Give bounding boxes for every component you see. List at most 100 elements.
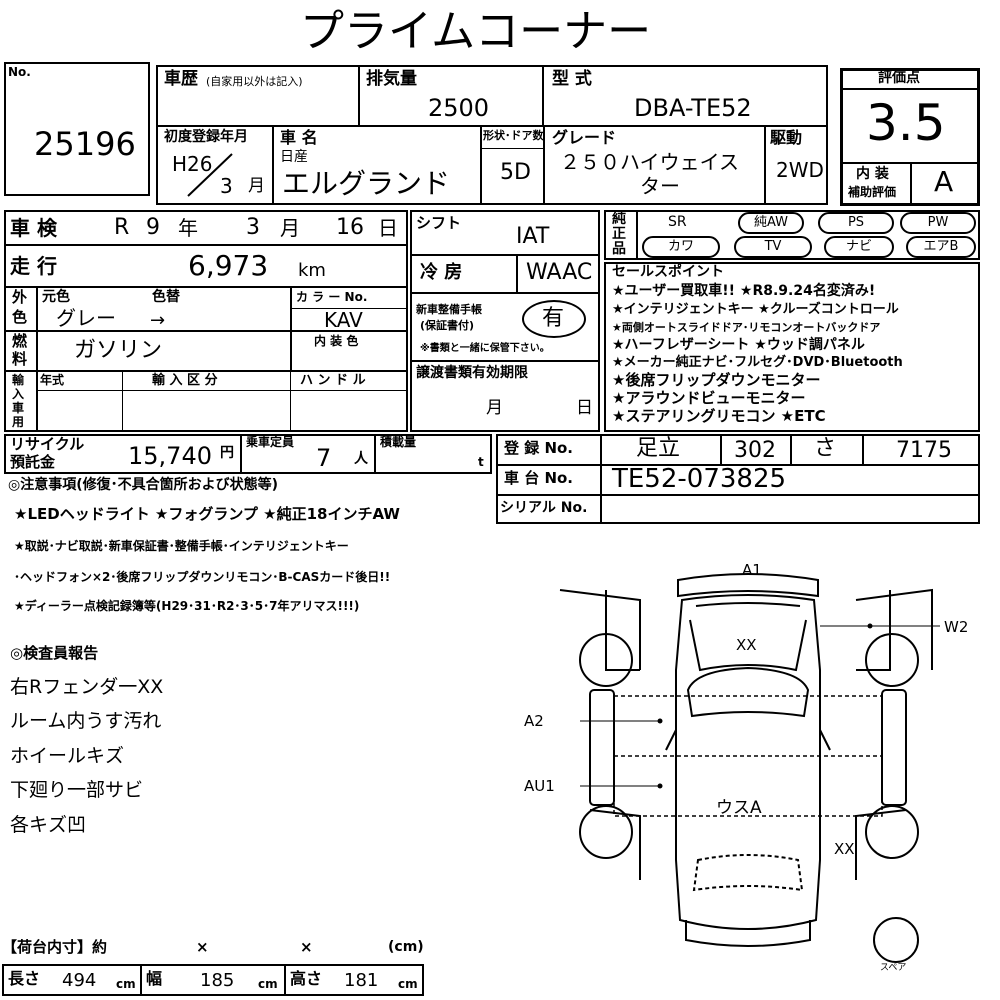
doors-value: 5D (500, 160, 531, 185)
cargo-dimensions-grid (2, 964, 424, 996)
cargo-unit: (cm) (388, 939, 424, 955)
service-book-value: 有 (542, 306, 565, 331)
cargo-times-1: × (196, 938, 209, 956)
ac-label: 冷 房 (420, 262, 463, 283)
mileage-unit: km (298, 260, 326, 281)
no-box (4, 62, 150, 196)
damage-label-w2: W2 (944, 618, 969, 636)
load-label: 積載量 (380, 435, 417, 449)
import-year-label: 年式 (40, 373, 65, 387)
damage-label-au1: AU1 (524, 777, 555, 795)
vehicle-info-grid (156, 65, 828, 205)
cargo-width-value: 185 (200, 970, 235, 991)
mileage-label: 走 行 (10, 254, 57, 278)
cargo-length-value: 494 (62, 970, 97, 991)
inspector-line-5: 各キズ凹 (10, 814, 87, 836)
doors-label: 形状･ドア数 (483, 129, 544, 142)
service-book-note: ※書類と一緒に保管下さい。 (420, 343, 550, 354)
history-note: (自家用以外は記入) (206, 75, 303, 88)
displacement-label: 排気量 (366, 69, 417, 89)
import-type-label: 輸 入 区 分 (152, 373, 218, 388)
spare-tire-label: スペア (880, 963, 907, 973)
equipment-power-windows: PW (900, 212, 976, 234)
equipment-side-2: 正 (612, 226, 626, 242)
no-label: No. (8, 65, 31, 79)
recycle-label-1: リサイクル (10, 435, 85, 453)
note-line-3: ･ヘッドフォン×2･後席フリップダウンリモコン･B-CASカード後日!! (14, 570, 391, 584)
recycle-label-2: 預託金 (10, 453, 56, 471)
service-book-circle (522, 300, 586, 338)
fuel-side-1: 燃 (12, 332, 28, 350)
notes-title: ◎注意事項(修復･不具合箇所および状態等) (8, 477, 279, 493)
history-label: 車歴 (164, 69, 198, 89)
equipment-sr: SR (668, 214, 687, 230)
damage-label-a2: A2 (524, 712, 544, 730)
sales-point-1: ★ユーザー買取車!! ★R8.9.24名変済み! (612, 283, 876, 299)
inspection-year: 9 (146, 215, 160, 240)
equipment-box (604, 210, 980, 260)
drive-value: 2WD (776, 158, 824, 182)
grade-value-line-1: ２５０ハイウェイス (560, 150, 739, 174)
inspector-line-3: ホイールキズ (10, 745, 125, 767)
cargo-length-label: 長さ (8, 969, 41, 988)
equipment-side-3: 品 (612, 241, 626, 257)
cargo-title: 【荷台内寸】約 (2, 938, 108, 956)
car-name-value: エルグランド (282, 167, 451, 200)
color-change-value: → (150, 310, 166, 331)
cargo-width-unit: cm (258, 977, 278, 991)
shift-grid (410, 210, 600, 432)
inspection-day-unit: 日 (378, 216, 398, 240)
chassis-value: TE52-073825 (612, 464, 787, 494)
load-unit: t (478, 455, 484, 469)
inspector-line-2: ルーム内うす汚れ (10, 710, 162, 732)
sales-point-2: ★インテリジェントキー ★クルーズコントロール (612, 302, 899, 317)
transfer-day-unit: 日 (576, 398, 593, 418)
grade-value-line-2: ター (640, 174, 680, 198)
car-name-label: 車 名 (280, 128, 318, 147)
service-book-label-1: 新車整備手帳 (416, 303, 482, 316)
note-line-1: ★LEDヘッドライト ★フォグランプ ★純正18インチAW (14, 505, 400, 523)
cargo-length-unit: cm (116, 977, 136, 991)
equipment-leather: カワ (642, 236, 720, 258)
registration-number: 7175 (896, 438, 952, 463)
score-value: 3.5 (866, 94, 946, 152)
inspection-year-unit: 年 (178, 216, 198, 240)
interior-color-label: 内 装 色 (314, 334, 359, 348)
sales-point-8: ★ステアリングリモコン ★ETC (612, 407, 826, 425)
registration-area: 足立 (636, 436, 681, 461)
exterior-color-side-2: 色 (12, 308, 28, 326)
interior-score-label-1: 内 装 (856, 166, 889, 182)
note-line-4: ★ディーラー点検記録簿等(H29･31･R2･3･5･7年アリマス!!!) (14, 599, 360, 613)
drive-label: 駆動 (770, 128, 803, 147)
first-registration-era: H26 (172, 152, 213, 176)
import-side-2: 入 (12, 387, 25, 401)
first-registration-month: 3 (220, 174, 233, 198)
import-side-3: 車 (12, 401, 25, 415)
registration-label: 登 録 No. (504, 439, 574, 457)
equipment-tv: TV (734, 236, 812, 258)
exterior-color-side-1: 外 (12, 288, 28, 306)
fuel-value: ガソリン (74, 338, 163, 363)
score-label: 評価点 (878, 70, 920, 86)
mileage-value: 6,973 (188, 249, 269, 282)
service-book-label-2: (保証書付) (420, 319, 475, 332)
registration-grid (496, 434, 980, 524)
sales-point-3: ★両側オートスライドドア･リモコンオートバックドア (612, 321, 881, 334)
equipment-alloy-wheels: 純AW (738, 212, 804, 234)
capacity-label: 乗車定員 (246, 435, 295, 449)
inspection-era: R (114, 215, 130, 240)
car-damage-diagram (559, 573, 940, 963)
first-registration-month-unit: 月 (248, 176, 265, 196)
equipment-side-1: 純 (612, 211, 626, 227)
sales-point-4: ★ハーフレザーシート ★ウッド調パネル (612, 337, 865, 353)
damage-label-rear-xx: XX (834, 840, 855, 858)
cargo-height-value: 181 (344, 970, 379, 991)
color-change-label: 色替 (152, 289, 180, 305)
ac-value: WAAC (526, 260, 593, 285)
color-number-label: カ ラ ー No. (296, 290, 368, 304)
recycle-value: 15,740 (128, 442, 212, 470)
cargo-times-2: × (300, 938, 313, 956)
original-color-value: グレー (56, 306, 116, 330)
note-line-2: ★取説･ナビ取説･新車保証書･整備手帳･インテリジェントキー (14, 539, 349, 553)
transfer-label: 譲渡書類有効期限 (416, 365, 528, 381)
